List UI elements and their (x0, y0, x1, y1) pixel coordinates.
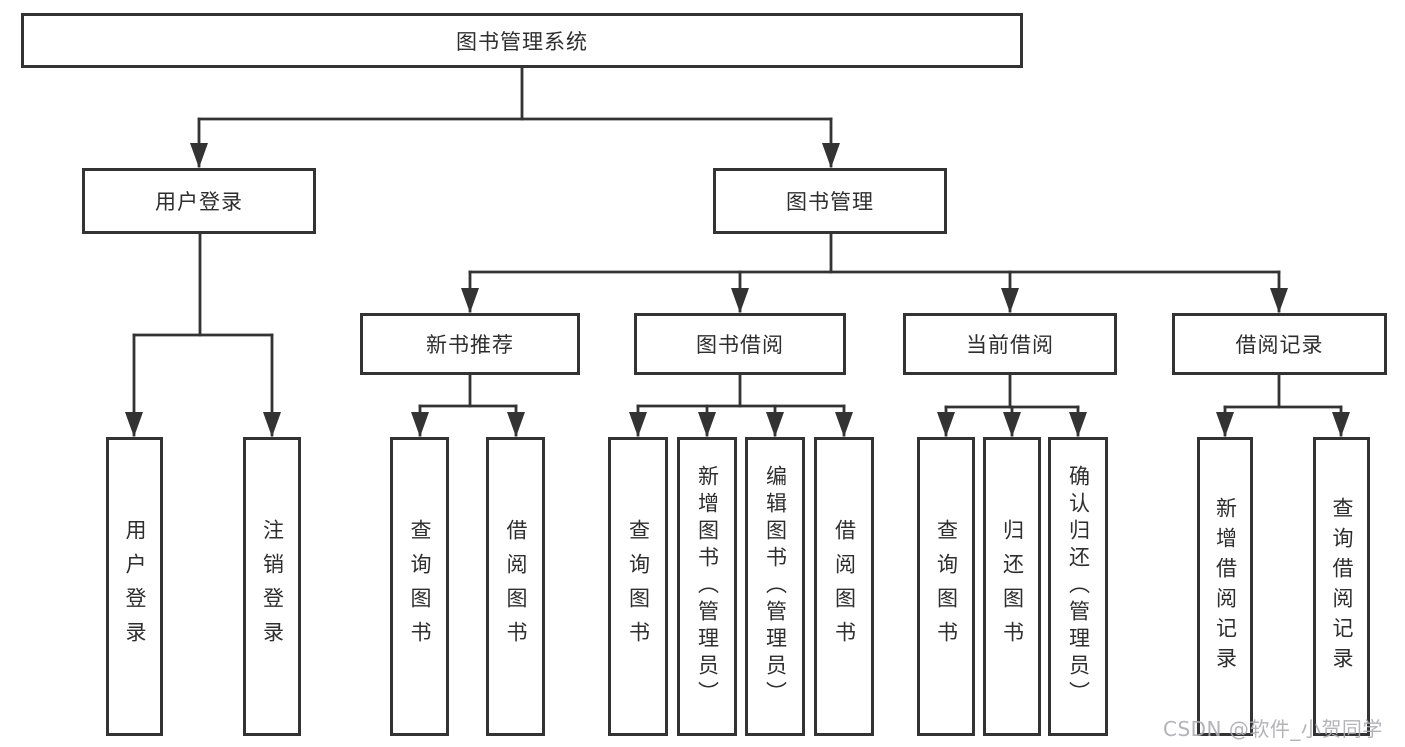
node-logout: 注销登录 (243, 437, 301, 736)
node-do-user-login: 用户登录 (106, 437, 163, 736)
node-rec-query-book-label: 查询图书 (408, 518, 432, 655)
node-bb-query-book-label: 查询图书 (626, 518, 651, 655)
node-do-user-login-label: 用户登录 (123, 518, 147, 655)
node-borrow-records-label: 借阅记录 (1235, 333, 1324, 357)
node-new-book-recommend-label: 新书推荐 (426, 333, 514, 357)
node-root: 图书管理系统 (21, 13, 1023, 68)
node-bb-borrow-book-label: 借阅图书 (832, 518, 857, 655)
node-bb-borrow-book: 借阅图书 (814, 437, 874, 736)
node-book-borrow: 图书借阅 (634, 313, 846, 375)
node-user-login-label: 用户登录 (155, 190, 243, 214)
node-br-add-record: 新增借阅记录 (1197, 437, 1253, 736)
node-br-add-record-label: 新增借阅记录 (1213, 496, 1238, 677)
node-cb-return-book: 归还图书 (983, 437, 1041, 736)
node-book-management: 图书管理 (713, 168, 947, 234)
node-cb-confirm-return-admin: 确认归还（管理员） (1048, 437, 1108, 736)
node-root-label: 图书管理系统 (456, 29, 588, 54)
node-bb-edit-book-admin-label: 编辑图书（管理员） (763, 465, 788, 708)
node-user-login: 用户登录 (82, 168, 316, 234)
node-rec-query-book: 查询图书 (390, 437, 449, 736)
node-bb-query-book: 查询图书 (608, 437, 668, 736)
node-cb-query-book: 查询图书 (917, 437, 975, 736)
node-cb-confirm-return-admin-label: 确认归还（管理员） (1066, 465, 1091, 708)
node-book-management-label: 图书管理 (786, 190, 874, 214)
node-bb-edit-book-admin: 编辑图书（管理员） (745, 437, 805, 736)
node-cb-query-book-label: 查询图书 (934, 518, 959, 655)
node-borrow-records: 借阅记录 (1172, 313, 1387, 375)
node-bb-add-book-admin: 新增图书（管理员） (677, 437, 737, 736)
node-book-borrow-label: 图书借阅 (696, 333, 784, 357)
node-rec-borrow-book-label: 借阅图书 (504, 518, 528, 655)
node-logout-label: 注销登录 (260, 518, 285, 655)
node-bb-add-book-admin-label: 新增图书（管理员） (695, 465, 720, 708)
watermark: CSDN @软件_小贺同学 (1163, 717, 1383, 741)
node-cb-return-book-label: 归还图书 (1000, 518, 1025, 655)
node-new-book-recommend: 新书推荐 (360, 313, 580, 375)
node-br-query-record: 查询借阅记录 (1313, 437, 1370, 736)
node-current-borrow: 当前借阅 (903, 313, 1117, 375)
node-br-query-record-label: 查询借阅记录 (1330, 496, 1354, 677)
node-rec-borrow-book: 借阅图书 (486, 437, 545, 736)
node-current-borrow-label: 当前借阅 (966, 333, 1054, 357)
